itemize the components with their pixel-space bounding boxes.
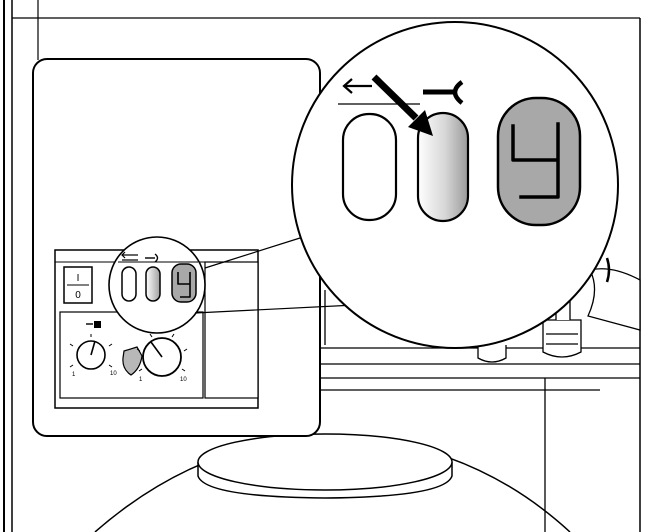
reset-arrow-icon (342, 78, 372, 94)
left-dial-min-label: 1 (72, 372, 76, 378)
power-on-symbol: I (77, 273, 80, 284)
wrench-icon (423, 80, 464, 105)
flame-indicator-icon (122, 346, 143, 376)
reset-button[interactable] (341, 112, 398, 222)
background-appliance (320, 257, 641, 532)
power-off-symbol: 0 (75, 290, 81, 301)
small-reset-arrow-icon (121, 251, 138, 261)
left-dial-max-label: 10 (110, 371, 117, 377)
service-button[interactable] (416, 111, 470, 223)
right-dial-max-label: 10 (180, 377, 187, 383)
status-display-digit (511, 122, 560, 199)
large-magnifier-circle (291, 21, 619, 349)
right-dial-min-label: 1 (139, 377, 143, 383)
small-display-digit (177, 272, 191, 298)
small-reset-button[interactable] (121, 266, 137, 302)
small-wrench-icon (145, 253, 159, 263)
small-service-button[interactable] (145, 266, 161, 302)
radiator-icon (86, 321, 101, 328)
frame-lines (3, 0, 641, 532)
power-switch[interactable]: I 0 (63, 266, 93, 304)
cylinder-base (94, 433, 571, 532)
heating-temperature-dial[interactable] (69, 334, 113, 370)
hot-water-temperature-dial[interactable] (136, 333, 188, 377)
small-magnifier-circle (108, 236, 206, 334)
magnifier-leader-lines (194, 237, 356, 314)
pointer-arrow-icon (371, 74, 433, 136)
